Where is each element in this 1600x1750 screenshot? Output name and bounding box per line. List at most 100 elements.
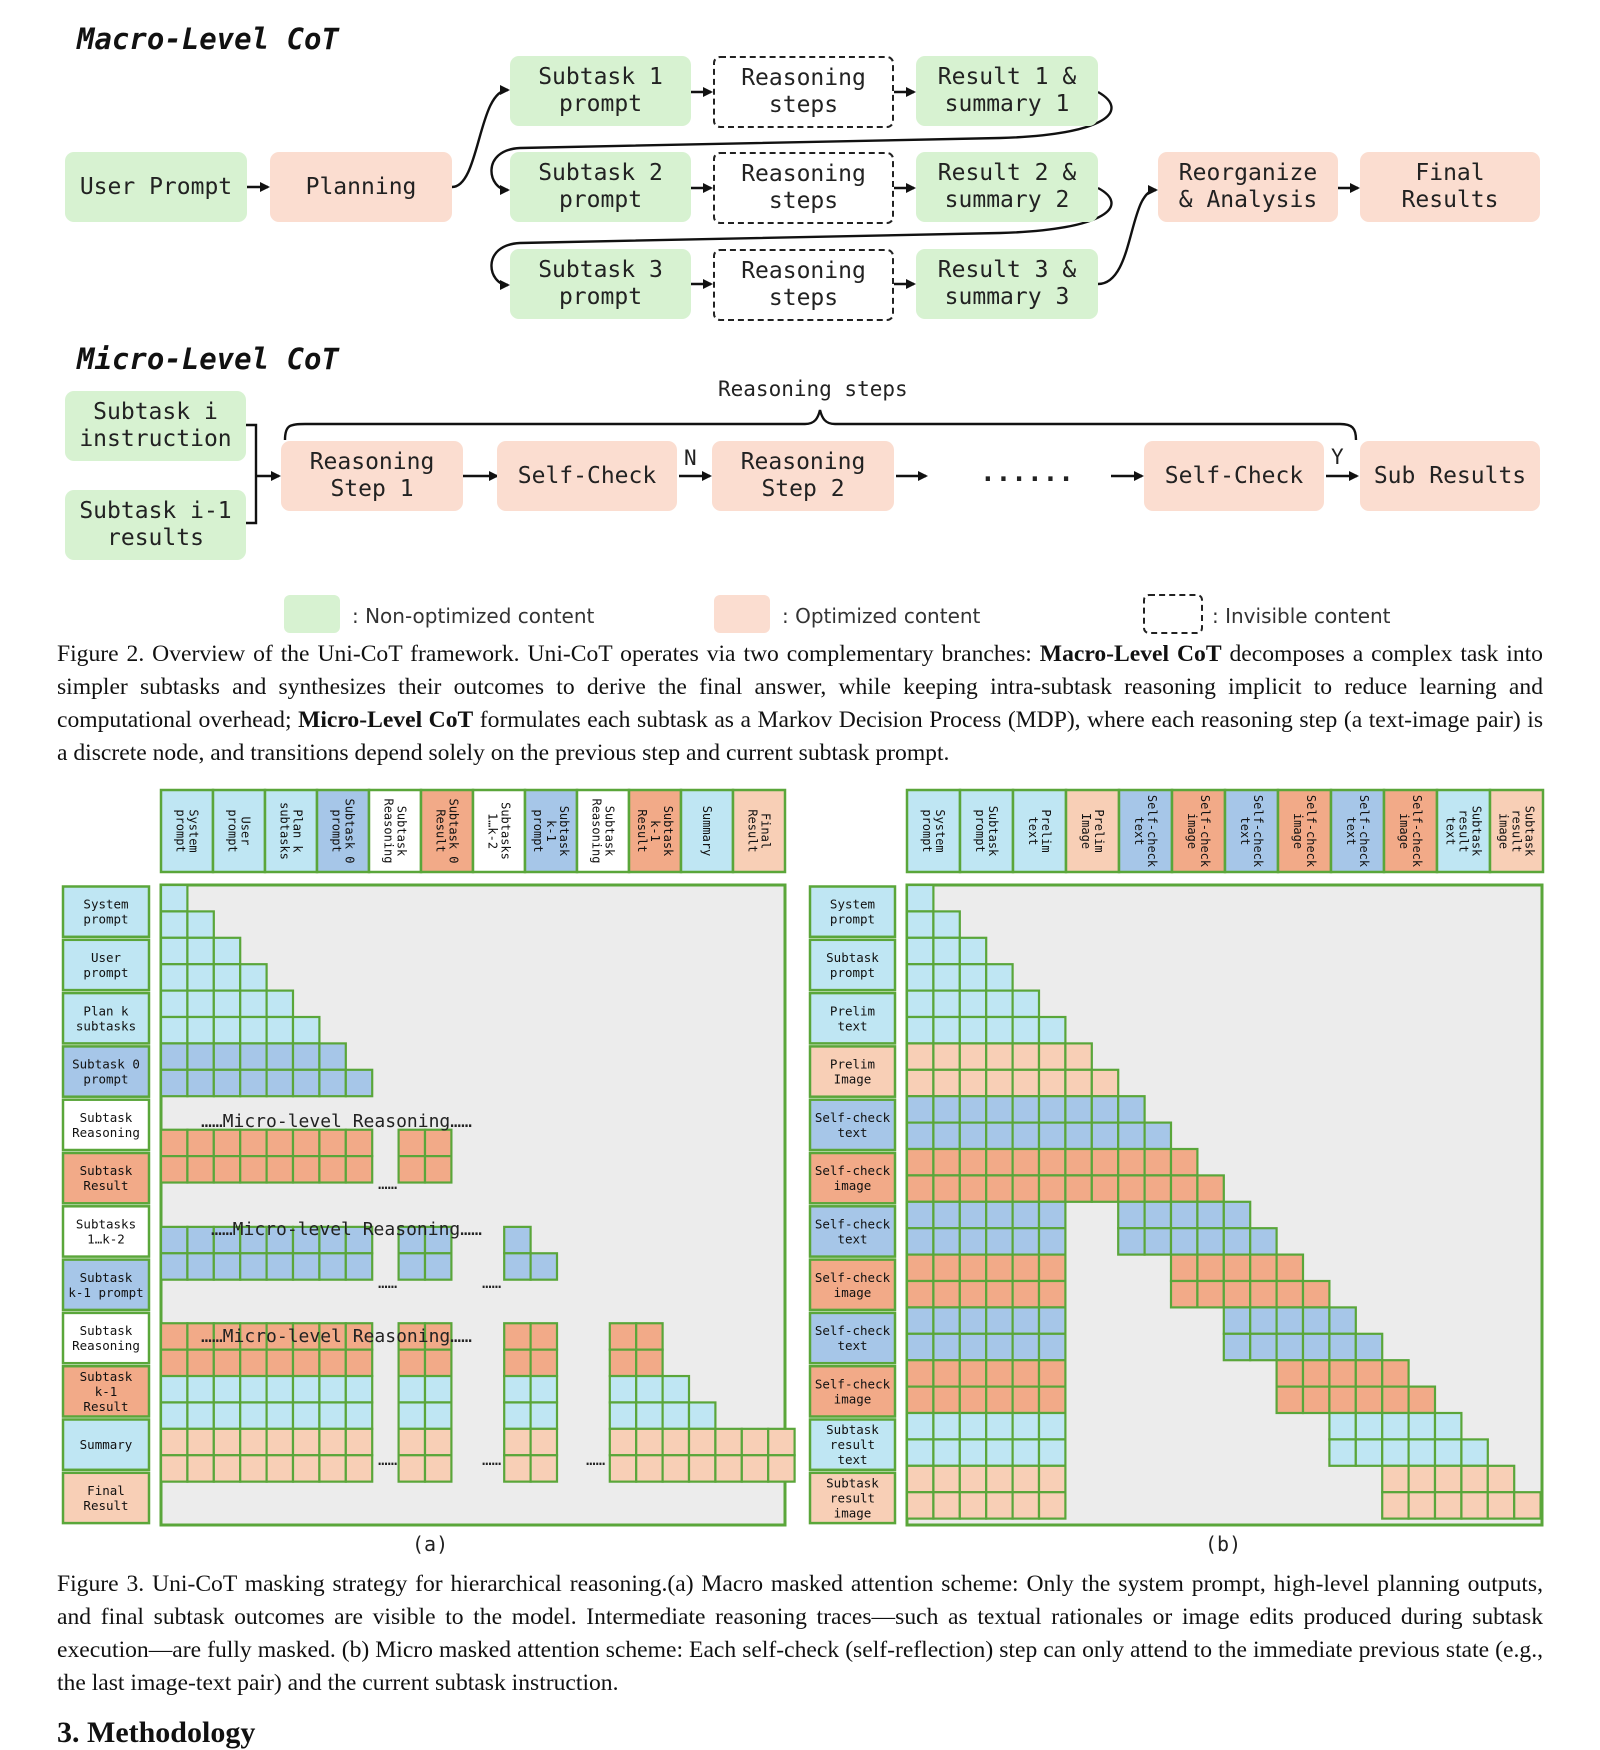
svg-text:prompt: prompt xyxy=(830,965,875,980)
panel-b-cell xyxy=(932,910,961,939)
panel-b-cell xyxy=(1196,1253,1225,1283)
panel-a-cell xyxy=(423,1454,453,1483)
panel-b-cell xyxy=(958,1121,988,1151)
panel-a-cell xyxy=(397,1322,427,1351)
panel-a-cell xyxy=(212,1042,242,1071)
panel-a-cell xyxy=(265,1252,295,1281)
panel-b-cell xyxy=(1037,1068,1067,1098)
panel-a-cell xyxy=(318,1401,347,1430)
legend-invisible: : Invisible content xyxy=(1212,604,1391,628)
panel-b-cell xyxy=(1407,1438,1437,1467)
panel-b-cell xyxy=(1117,1227,1146,1256)
panel-b-cell xyxy=(1143,1121,1173,1151)
subtask-3-prompt-node: Subtask 3 prompt xyxy=(510,249,691,319)
panel-b-cell xyxy=(985,1332,1014,1362)
y-label: Y xyxy=(1331,445,1344,469)
legend-non-optimized: : Non-optimized content xyxy=(352,604,595,628)
panel-b-cell xyxy=(1222,1200,1252,1230)
panel-a-cell xyxy=(239,1128,268,1158)
panel-b-cell xyxy=(958,1174,988,1203)
panel-a-cell xyxy=(186,936,215,966)
panel-a-cell xyxy=(291,1427,321,1457)
panel-b-cell xyxy=(932,1491,961,1520)
panel-b-cell xyxy=(1037,1359,1067,1388)
panel-b-cell xyxy=(1301,1359,1331,1388)
panel-a-cell xyxy=(344,1252,374,1281)
subtask-previous-results-node: Subtask i-1 results xyxy=(65,490,246,560)
panel-a-cell xyxy=(529,1252,559,1281)
svg-text:Summary: Summary xyxy=(80,1437,133,1452)
panel-a-cell xyxy=(344,1374,374,1404)
panel-a-cell xyxy=(344,1322,374,1351)
panel-a-cell xyxy=(291,1128,321,1158)
panel-a-cell xyxy=(635,1427,664,1457)
panel-b-cell xyxy=(1064,1095,1093,1124)
subtask-2-prompt-node: Subtask 2 prompt xyxy=(510,152,691,222)
panel-a-cell xyxy=(740,1454,770,1483)
panel-b-cell xyxy=(1011,1306,1041,1335)
panel-a-cell xyxy=(529,1322,559,1351)
panel-b-cell xyxy=(958,1147,988,1177)
panel-b-cell xyxy=(1037,1464,1067,1494)
panel-a-cell xyxy=(265,1155,295,1184)
panel-b-cell xyxy=(932,1174,961,1203)
panel-a-cell xyxy=(265,989,295,1019)
panel-a-row-header-10: Summary xyxy=(61,1418,151,1472)
panel-b-cell xyxy=(985,1227,1014,1256)
panel-a-cell xyxy=(212,1454,242,1483)
panel-a-cell xyxy=(423,1427,453,1457)
panel-b-cell xyxy=(932,1438,961,1467)
panel-a-cell xyxy=(344,1128,374,1158)
svg-text:Self-check: Self-check xyxy=(1304,795,1318,868)
panel-b-cell xyxy=(1249,1332,1278,1362)
panel-a-cell xyxy=(503,1348,532,1378)
panel-b-cell xyxy=(1037,1095,1067,1124)
panel-a-cell xyxy=(318,1042,347,1071)
panel-b-cell xyxy=(958,1359,988,1388)
panel-b-cell xyxy=(985,963,1014,992)
panel-b-cell xyxy=(1169,1253,1199,1283)
panel-a-cell xyxy=(186,1042,215,1071)
panel-b-cell xyxy=(1037,1491,1067,1520)
panel-b-cell xyxy=(905,910,935,939)
panel-b-cells xyxy=(905,883,1542,1520)
panel-b-cell xyxy=(1354,1385,1384,1415)
panel-b-cell xyxy=(1381,1359,1410,1388)
panel-b-cell xyxy=(1222,1306,1252,1335)
panel-a-cell xyxy=(318,1348,347,1378)
panel-a-cell xyxy=(767,1454,796,1483)
panel-b-cell xyxy=(932,1385,961,1415)
panel-a-micro-text-3: ……Micro-level Reasoning…… xyxy=(201,1326,472,1347)
panel-b-cell xyxy=(985,1385,1014,1415)
svg-text:text: text xyxy=(837,1338,867,1353)
svg-text:subtasks: subtasks xyxy=(76,1018,136,1033)
panel-b-cell xyxy=(1486,1491,1516,1520)
panel-b-cell xyxy=(1433,1491,1463,1520)
panel-a-cell xyxy=(159,1374,189,1404)
panel-b-cell xyxy=(1011,1042,1041,1071)
panel-a-cell xyxy=(212,1252,242,1281)
panel-b-cell xyxy=(1011,1095,1041,1124)
panel-a-cell xyxy=(397,1401,427,1430)
panel-b-cell xyxy=(1011,1332,1041,1362)
panel-a-cell xyxy=(661,1401,691,1430)
panel-a-cell xyxy=(397,1374,427,1404)
panel-b-cell xyxy=(1301,1332,1331,1362)
panel-b-cell xyxy=(1222,1253,1252,1283)
panel-a-cell xyxy=(265,1068,295,1098)
panel-a-column-header-10: Summary xyxy=(679,788,735,874)
panel-b-cell xyxy=(958,1042,988,1071)
panel-a-cell xyxy=(239,1155,268,1184)
panel-a-cell xyxy=(159,1225,189,1255)
panel-b-cell xyxy=(958,1253,988,1283)
panel-b-cell xyxy=(1143,1200,1173,1230)
panel-b-cell xyxy=(932,1306,961,1335)
